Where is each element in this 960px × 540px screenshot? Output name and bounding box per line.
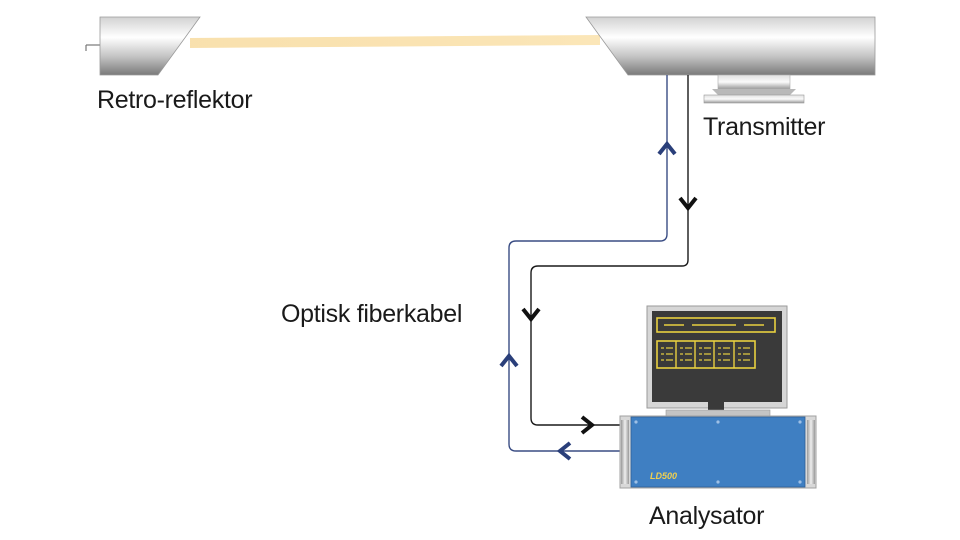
analyzer-rack-icon: LD500 (619, 415, 817, 489)
retro-reflector-label: Retro-reflektor (97, 86, 253, 114)
light-beam (190, 35, 600, 48)
fiber-cable-return (530, 75, 689, 426)
arrow-up-icon (499, 352, 519, 368)
retro-reflector-icon (85, 16, 201, 76)
analyzer-label: Analysator (649, 502, 765, 530)
fiber-cable-label: Optisk fiberkabel (281, 300, 463, 328)
fiber-cable-outgoing (508, 75, 668, 452)
transmitter-icon (585, 16, 876, 104)
arrow-left-icon (556, 441, 572, 461)
arrow-down-icon (678, 196, 698, 212)
transmitter-label: Transmitter (703, 113, 826, 141)
arrow-up-icon (657, 140, 677, 156)
arrow-down-icon (521, 307, 541, 323)
monitor-icon (646, 305, 788, 417)
arrow-right-icon (580, 415, 596, 435)
model-badge: LD500 (650, 471, 677, 481)
